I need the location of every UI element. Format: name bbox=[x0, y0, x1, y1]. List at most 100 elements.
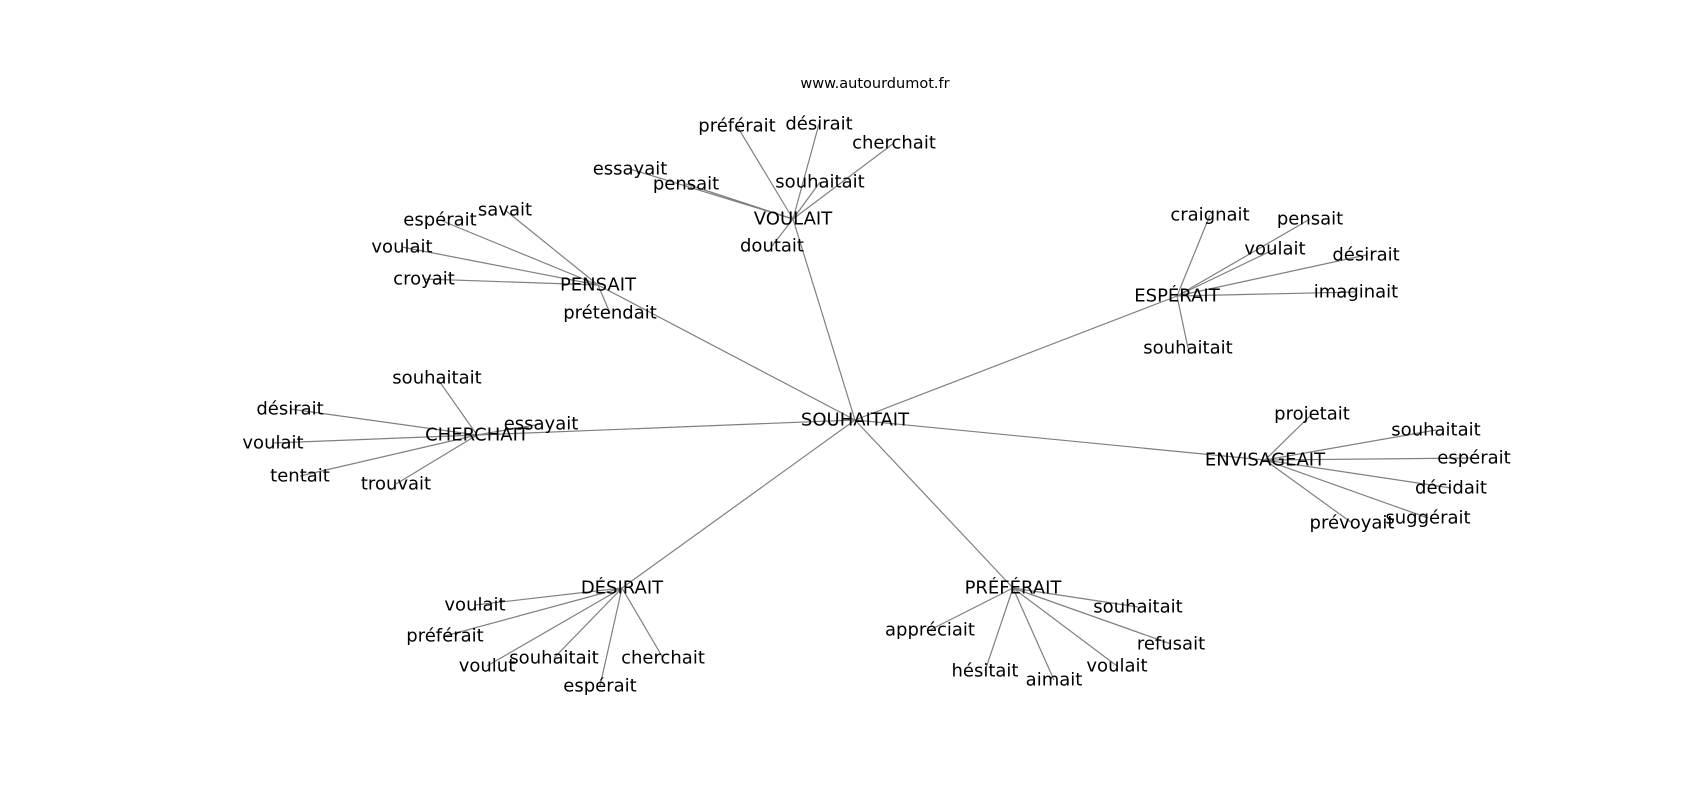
edge-cherchait-leaf-2 bbox=[272, 434, 478, 444]
edge-desirait-leaf-5 bbox=[599, 587, 623, 687]
edges bbox=[272, 123, 1475, 687]
leaf-node-preferait-3: hésitait bbox=[951, 661, 1018, 682]
edge-preferait-leaf-5 bbox=[1012, 587, 1118, 667]
hub-node-desirait: DÉSIRAIT bbox=[581, 577, 664, 599]
hub-node-esperait: ESPÉRAIT bbox=[1134, 285, 1220, 307]
edge-center-envisageait bbox=[854, 419, 1266, 461]
edge-desirait-leaf-2 bbox=[486, 587, 623, 667]
edge-envisageait-leaf-5 bbox=[1264, 459, 1353, 524]
edge-envisageait-leaf-3 bbox=[1264, 459, 1452, 489]
edge-voulait-leaf-1 bbox=[792, 123, 820, 220]
edge-center-voulait bbox=[792, 218, 856, 421]
leaf-node-voulait-1: désirait bbox=[785, 114, 852, 135]
leaf-node-pensait-1: espérait bbox=[403, 210, 476, 231]
leaf-node-esperait-1: pensait bbox=[1277, 209, 1343, 230]
edge-cherchait-leaf-3 bbox=[299, 434, 478, 477]
leaf-node-envisageait-0: projetait bbox=[1274, 404, 1350, 425]
edge-esperait-leaf-4 bbox=[1176, 291, 1357, 297]
leaf-node-esperait-4: imaginait bbox=[1314, 282, 1399, 303]
edge-esperait-leaf-3 bbox=[1176, 254, 1367, 297]
edge-pensait-leaf-4 bbox=[597, 284, 611, 314]
edge-cherchait-leaf-5 bbox=[476, 423, 542, 436]
leaf-node-pensait-3: croyait bbox=[393, 269, 455, 290]
leaf-node-voulait-4: pensait bbox=[653, 174, 719, 195]
leaf-node-preferait-0: souhaitait bbox=[1093, 597, 1182, 618]
edge-center-pensait bbox=[597, 284, 856, 421]
leaf-node-preferait-4: aimait bbox=[1026, 670, 1083, 691]
leaf-node-cherchait-5: essayait bbox=[504, 414, 579, 435]
edge-desirait-leaf-4 bbox=[621, 587, 664, 659]
edge-desirait-leaf-0 bbox=[474, 587, 623, 606]
center-node: SOUHAITAIT bbox=[801, 410, 910, 431]
edge-voulait-leaf-2 bbox=[792, 142, 895, 220]
edge-cherchait-leaf-1 bbox=[289, 408, 478, 436]
edge-esperait-leaf-1 bbox=[1176, 218, 1311, 297]
leaf-node-envisageait-3: décidait bbox=[1415, 478, 1487, 499]
edge-voulait-leaf-4 bbox=[685, 183, 794, 220]
leaf-node-voulait-6: doutait bbox=[740, 236, 804, 257]
leaf-node-voulait-2: cherchait bbox=[852, 133, 936, 154]
edge-pensait-leaf-1 bbox=[439, 219, 599, 286]
edge-desirait-leaf-1 bbox=[444, 587, 623, 637]
leaf-node-cherchait-0: souhaitait bbox=[392, 368, 481, 389]
leaf-node-cherchait-2: voulait bbox=[242, 433, 303, 454]
edge-preferait-leaf-3 bbox=[984, 587, 1014, 672]
leaf-node-esperait-2: voulait bbox=[1244, 239, 1305, 260]
leaf-node-pensait-4: prétendait bbox=[563, 303, 657, 324]
edge-envisageait-leaf-0 bbox=[1264, 413, 1313, 461]
leaf-node-preferait-2: refusait bbox=[1137, 634, 1205, 655]
leaf-node-esperait-3: désirait bbox=[1332, 245, 1399, 266]
edge-pensait-leaf-0 bbox=[504, 209, 599, 286]
hub-node-envisageait: ENVISAGEAIT bbox=[1205, 450, 1326, 471]
edge-preferait-leaf-4 bbox=[1012, 587, 1055, 681]
edge-preferait-leaf-1 bbox=[929, 587, 1014, 631]
leaf-node-desirait-0: voulait bbox=[444, 595, 505, 616]
edge-preferait-leaf-0 bbox=[1012, 587, 1139, 608]
leaf-node-envisageait-1: souhaitait bbox=[1391, 420, 1480, 441]
leaf-node-pensait-2: voulait bbox=[371, 237, 432, 258]
leaf-node-envisageait-5: prévoyait bbox=[1310, 513, 1395, 534]
leaf-node-esperait-0: craignait bbox=[1170, 205, 1249, 226]
edge-desirait-leaf-3 bbox=[553, 587, 623, 659]
edge-pensait-leaf-3 bbox=[423, 278, 599, 286]
leaf-node-desirait-1: préférait bbox=[406, 626, 483, 647]
edge-esperait-leaf-0 bbox=[1176, 214, 1211, 297]
hub-node-pensait: PENSAIT bbox=[560, 275, 637, 296]
leaf-node-preferait-5: voulait bbox=[1086, 656, 1147, 677]
hub-node-cherchait: CHERCHAIT bbox=[425, 425, 530, 446]
edge-envisageait-leaf-1 bbox=[1264, 429, 1437, 461]
leaf-node-voulait-3: essayait bbox=[593, 159, 668, 180]
edge-esperait-leaf-5 bbox=[1176, 295, 1189, 349]
leaf-node-cherchait-4: trouvait bbox=[361, 474, 431, 495]
edge-voulait-leaf-0 bbox=[736, 125, 794, 220]
edge-voulait-leaf-6 bbox=[771, 218, 794, 247]
leaf-node-desirait-3: souhaitait bbox=[509, 648, 598, 669]
edge-center-preferait bbox=[854, 419, 1014, 589]
edge-center-cherchait bbox=[476, 419, 856, 436]
leaf-node-desirait-5: espérait bbox=[563, 676, 636, 697]
leaf-node-cherchait-1: désirait bbox=[256, 399, 323, 420]
hub-node-voulait: VOULAIT bbox=[754, 209, 833, 230]
leaf-node-envisageait-2: espérait bbox=[1437, 448, 1510, 469]
hub-node-preferait: PRÉFÉRAIT bbox=[965, 577, 1063, 599]
edge-envisageait-leaf-4 bbox=[1264, 459, 1429, 519]
leaf-node-desirait-2: voulut bbox=[459, 656, 516, 677]
edge-preferait-leaf-2 bbox=[1012, 587, 1172, 645]
edge-envisageait-leaf-2 bbox=[1264, 457, 1475, 461]
leaf-node-envisageait-4: suggérait bbox=[1385, 508, 1470, 529]
edge-pensait-leaf-2 bbox=[401, 246, 599, 286]
edge-voulait-leaf-5 bbox=[792, 181, 821, 220]
edge-cherchait-leaf-0 bbox=[436, 377, 478, 436]
leaf-node-esperait-5: souhaitait bbox=[1143, 338, 1232, 359]
edge-cherchait-leaf-4 bbox=[395, 434, 478, 485]
leaf-node-cherchait-3: tentait bbox=[270, 466, 330, 487]
leaf-node-pensait-0: savait bbox=[478, 200, 532, 221]
leaf-node-preferait-1: appréciait bbox=[885, 620, 975, 641]
leaf-node-voulait-0: préférait bbox=[698, 116, 775, 137]
edge-center-desirait bbox=[621, 419, 856, 589]
edge-center-esperait bbox=[854, 295, 1178, 421]
leaf-node-voulait-5: souhaitait bbox=[775, 172, 864, 193]
leaf-node-desirait-4: cherchait bbox=[621, 648, 705, 669]
